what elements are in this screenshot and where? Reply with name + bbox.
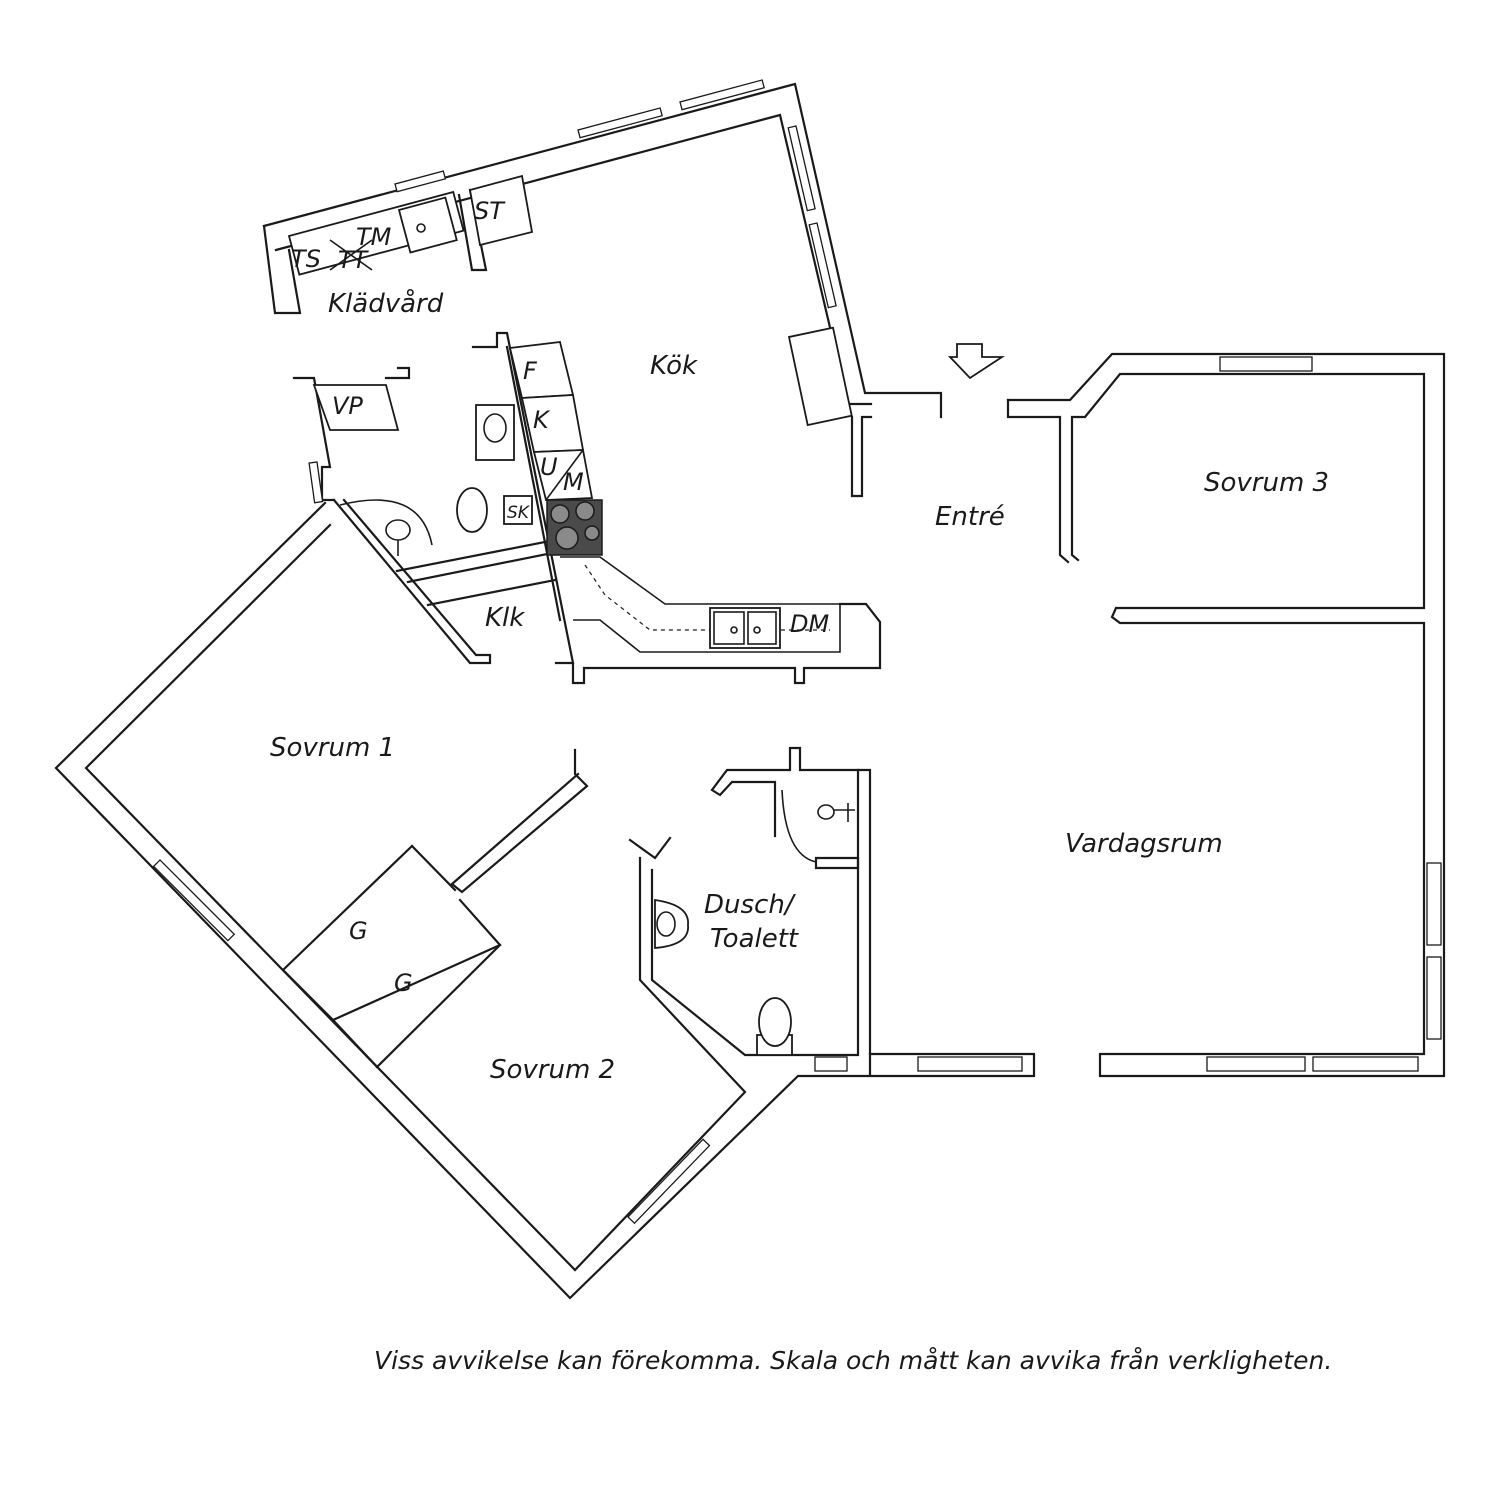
room-label-sovrum-1: Sovrum 1 xyxy=(270,733,395,763)
fixture-label-tt: TT xyxy=(338,246,370,274)
room-label-klk: Klk xyxy=(485,603,525,633)
room-label-toalett: Toalett xyxy=(710,924,799,954)
fixture-label-g-2: G xyxy=(394,969,413,997)
disclaimer-text: Viss avvikelse kan förekomma. Skala och … xyxy=(374,1346,1333,1375)
fixture-label-sk: SK xyxy=(507,503,531,523)
fixture-label-g-1: G xyxy=(349,917,368,945)
room-label-entre: Entré xyxy=(935,502,1005,532)
fixture-label-f: F xyxy=(523,357,538,385)
fixture-label-m: M xyxy=(563,468,584,496)
fixture-label-st: ST xyxy=(474,197,506,225)
kitchen-wing-walls xyxy=(262,79,1006,685)
fixture-label-dm: DM xyxy=(790,610,829,638)
room-label-kok: Kök xyxy=(650,351,698,381)
fixture-label-k: K xyxy=(533,406,551,434)
fixture-label-u: U xyxy=(540,453,558,481)
fixture-label-vp: VP xyxy=(332,392,363,420)
bedroom-wing-walls xyxy=(54,501,1036,1300)
room-label-sovrum-2: Sovrum 2 xyxy=(490,1055,615,1085)
room-label-sovrum-3: Sovrum 3 xyxy=(1204,468,1329,498)
room-label-kladvard: Klädvård xyxy=(328,288,444,319)
room-label-dusch: Dusch/ xyxy=(704,890,797,920)
fixture-label-ts: TS xyxy=(291,245,321,273)
room-label-vardagsrum: Vardagsrum xyxy=(1065,829,1223,859)
fixture-label-tm: TM xyxy=(356,223,392,251)
living-wing-walls xyxy=(1006,352,1446,1078)
